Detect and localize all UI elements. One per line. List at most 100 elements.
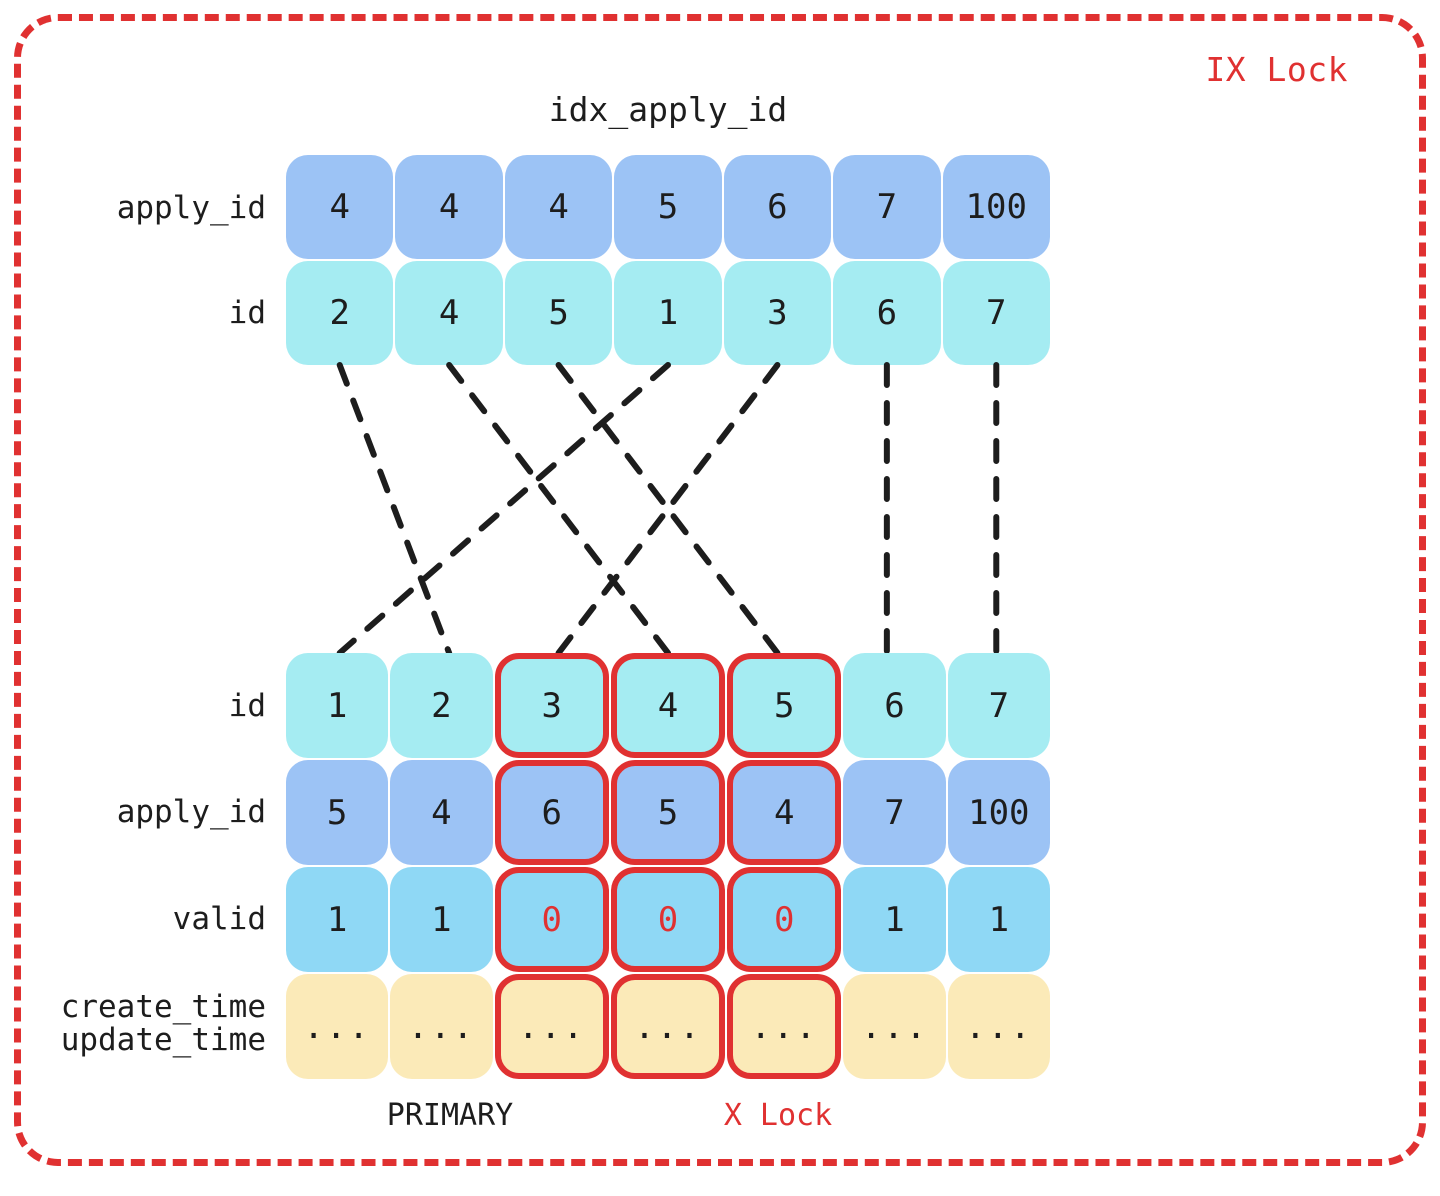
primary-cell: 1 [286, 867, 389, 972]
cell-value: ... [860, 1006, 929, 1047]
index-cell: 100 [942, 155, 1050, 259]
primary-cell: 4 [390, 760, 493, 865]
cell-value: ... [750, 1006, 818, 1047]
cell-value: 1 [326, 899, 348, 940]
primary-cell-locked: ... [494, 974, 609, 1079]
cell-value: 6 [884, 685, 905, 726]
primary-cell: 1 [286, 653, 389, 758]
cell-value: 7 [884, 792, 905, 833]
primary-cell: 7 [843, 760, 946, 865]
primary-title: PRIMARY [386, 1098, 514, 1133]
cell-value: ... [965, 1006, 1033, 1047]
index-cell: 6 [833, 261, 941, 365]
index-cell: 7 [833, 155, 941, 259]
cell-value: 2 [431, 685, 452, 726]
cell-value: 1 [431, 899, 452, 940]
primary-cell-locked: ... [727, 974, 842, 1079]
primary-cell: 100 [947, 760, 1050, 865]
cell-value: 4 [774, 792, 795, 833]
cell-value: 4 [431, 792, 452, 833]
cell-value: 7 [988, 685, 1010, 726]
cell-value: 5 [657, 792, 679, 833]
primary-cell-locked: 5 [610, 760, 726, 865]
index-cell: 4 [504, 155, 613, 259]
primary-row-label-id: id [228, 688, 266, 724]
cell-value: 5 [326, 792, 348, 833]
primary-cell: ... [390, 974, 493, 1079]
primary-cell-locked: 3 [494, 653, 609, 758]
primary-cell: ... [286, 974, 389, 1079]
cell-value: 4 [329, 187, 350, 227]
primary-row-label-valid: valid [172, 901, 266, 937]
cell-value: 4 [548, 187, 569, 227]
cell-value: ... [517, 1006, 586, 1047]
cell-value: 0 [541, 899, 562, 940]
cell-value: 7 [876, 187, 898, 227]
primary-row-label-time: create_time update_time [60, 989, 266, 1058]
index-row-label-id: id [228, 295, 266, 331]
index-cell: 7 [942, 261, 1050, 365]
primary-row-time: ... ... ... ... ... ... ... [286, 974, 1050, 1079]
primary-cell-locked: 5 [727, 653, 842, 758]
cell-value: 6 [541, 792, 562, 833]
primary-cell: 6 [843, 653, 946, 758]
primary-cell-locked: 0 [610, 867, 726, 972]
cell-value: 5 [657, 187, 679, 227]
primary-row-id: 1 2 3 4 5 6 7 [286, 653, 1050, 758]
primary-cell: 5 [286, 760, 389, 865]
cell-value: 1 [884, 899, 905, 940]
cell-value: ... [303, 1006, 371, 1047]
index-cell: 5 [504, 261, 613, 365]
cell-value: 1 [326, 685, 348, 726]
primary-cell: 1 [390, 867, 493, 972]
primary-cell: 2 [390, 653, 493, 758]
cell-value: 100 [968, 792, 1030, 833]
cell-value: ... [634, 1006, 702, 1047]
cell-value: 100 [965, 187, 1027, 227]
index-cell: 2 [286, 261, 394, 365]
cell-value: 0 [657, 899, 679, 940]
primary-cell: 7 [947, 653, 1050, 758]
cell-value: 4 [438, 187, 460, 227]
primary-cell: ... [947, 974, 1050, 1079]
cell-value: 1 [988, 899, 1010, 940]
index-cell: 4 [395, 155, 503, 259]
ix-lock-frame [14, 14, 1426, 1166]
primary-row-valid: 1 1 0 0 0 1 1 [286, 867, 1050, 972]
cell-value: 4 [438, 293, 460, 333]
cell-value: ... [407, 1006, 476, 1047]
primary-cell-locked: 4 [610, 653, 726, 758]
primary-cell: 1 [843, 867, 946, 972]
cell-value: 1 [657, 293, 679, 333]
cell-value: 2 [329, 293, 350, 333]
index-row-apply-id: 4 4 4 5 6 7 100 [286, 155, 1050, 259]
primary-cell-locked: ... [610, 974, 726, 1079]
index-cell: 1 [614, 261, 722, 365]
primary-cell: ... [843, 974, 946, 1079]
cell-value: 7 [986, 293, 1007, 333]
cell-value: 3 [541, 685, 562, 726]
primary-cell: 1 [947, 867, 1050, 972]
index-cell: 4 [286, 155, 394, 259]
cell-value: 5 [548, 293, 569, 333]
cell-value: 6 [767, 187, 788, 227]
index-title: idx_apply_id [548, 90, 788, 129]
cell-value: 4 [657, 685, 679, 726]
index-row-label-apply-id: apply_id [116, 190, 266, 226]
index-cell: 4 [395, 261, 503, 365]
index-cell: 5 [614, 155, 722, 259]
primary-cell-locked: 0 [727, 867, 842, 972]
index-cell: 6 [723, 155, 832, 259]
primary-cell-locked: 6 [494, 760, 609, 865]
primary-row-apply-id: 5 4 6 5 4 7 100 [286, 760, 1050, 865]
cell-value: 6 [876, 293, 898, 333]
index-cell: 3 [723, 261, 832, 365]
index-row-id: 2 4 5 1 3 6 7 [286, 261, 1050, 365]
cell-value: 0 [774, 899, 795, 940]
ix-lock-label: IX Lock [1205, 50, 1348, 89]
primary-cell-locked: 4 [727, 760, 842, 865]
cell-value: 3 [767, 293, 788, 333]
x-lock-label: X Lock [723, 1098, 833, 1133]
primary-row-label-apply-id: apply_id [116, 794, 266, 830]
